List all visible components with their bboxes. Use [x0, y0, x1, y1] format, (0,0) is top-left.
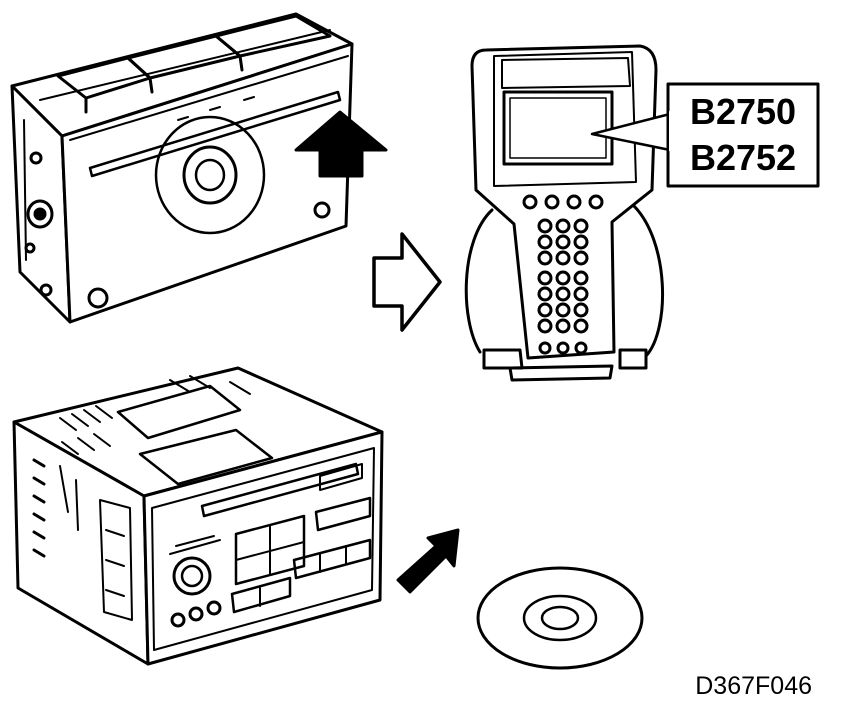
figure-id-label: D367F046 [695, 672, 812, 700]
scan-tool [464, 44, 820, 382]
eject-arrow-icon [396, 528, 460, 594]
dtc-code-b2752: B2752 [690, 137, 796, 178]
radio-head-unit [12, 366, 384, 666]
dtc-code-b2750: B2750 [690, 91, 796, 132]
cd-disc [476, 566, 644, 670]
cd-changer-module [10, 12, 354, 324]
right-arrow-icon [372, 232, 442, 332]
insert-arrow-icon [294, 110, 388, 178]
